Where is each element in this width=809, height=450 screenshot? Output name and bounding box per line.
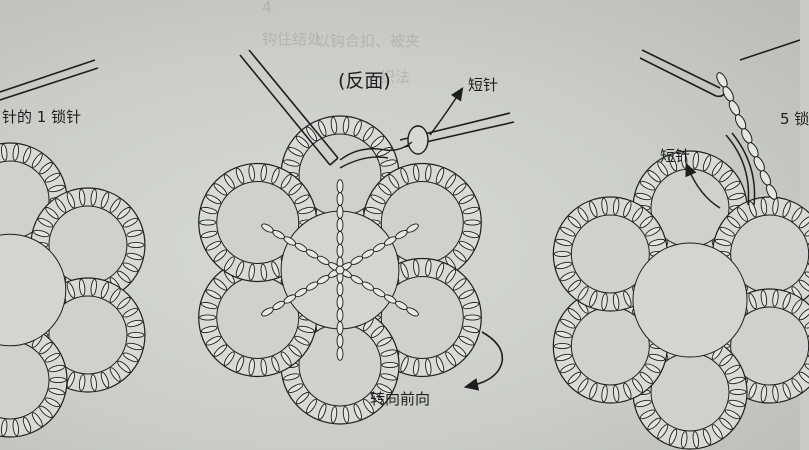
center-single-crochet-label: 短针 bbox=[468, 76, 499, 94]
left-chain-note: 针的 1 锁针 bbox=[2, 108, 82, 126]
motif-left bbox=[0, 142, 146, 438]
ghost-text-3: 钩住结处 bbox=[262, 30, 323, 48]
right-chain-note: 5 锁 bbox=[780, 110, 809, 128]
motif-center bbox=[198, 115, 482, 425]
yarn-strand-right bbox=[725, 132, 756, 206]
right-single-crochet-label: 短针 bbox=[660, 147, 691, 165]
ghost-text-2: 以钩合扣、被夹 bbox=[315, 32, 421, 50]
motif-right bbox=[552, 150, 809, 450]
chain-stitches-right bbox=[716, 72, 778, 200]
ghost-text-4: 织法 bbox=[380, 68, 411, 86]
ghost-text-1: 4 bbox=[262, 0, 272, 16]
crochet-hook-right bbox=[639, 39, 801, 98]
arrow-turn-front bbox=[463, 331, 504, 391]
yarn-loop-center bbox=[339, 125, 429, 169]
arrow-center-single bbox=[429, 86, 464, 136]
crochet-hook-center bbox=[239, 49, 339, 166]
turn-to-front-label: 转向前向 bbox=[370, 390, 431, 408]
reverse-side-label: (反面) bbox=[338, 70, 391, 92]
arrow-right-single bbox=[685, 162, 721, 209]
crochet-hook-left bbox=[0, 59, 99, 101]
